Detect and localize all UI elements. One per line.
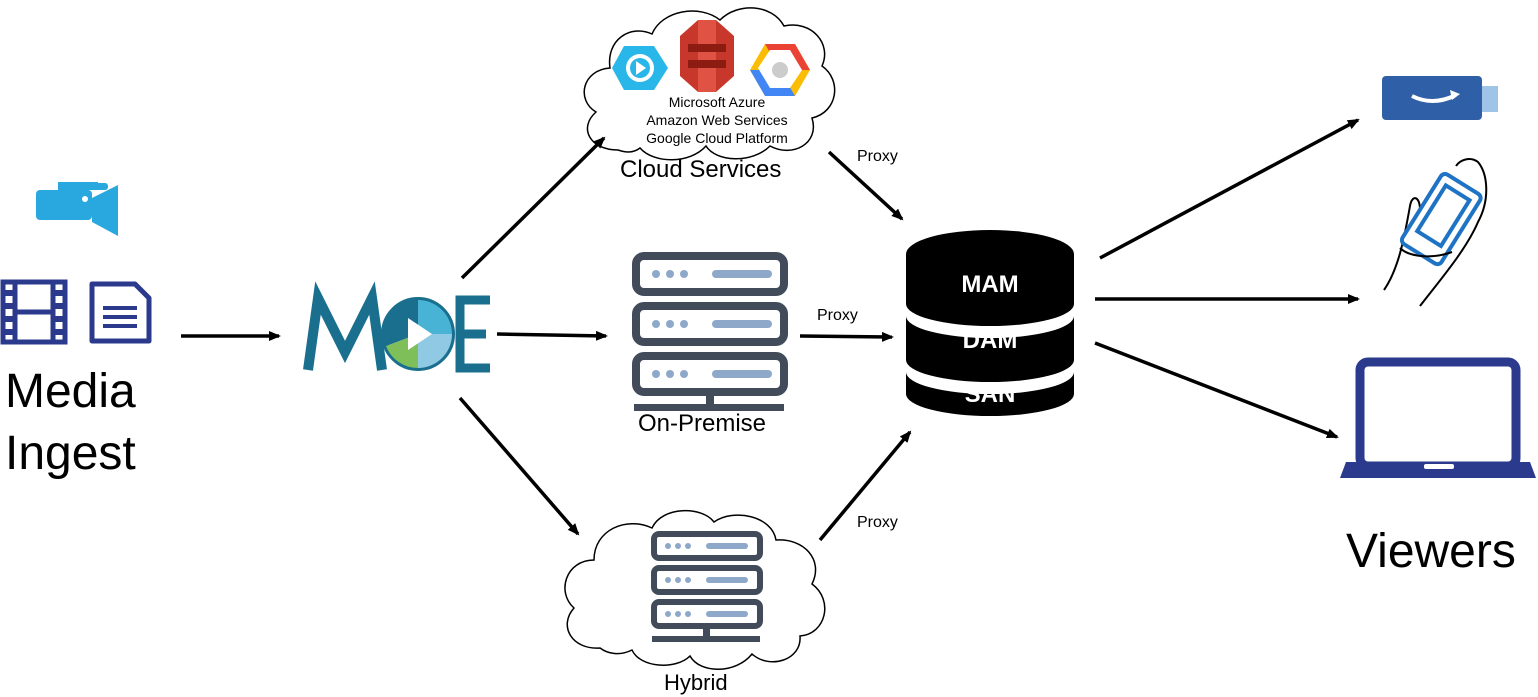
document-icon — [89, 281, 152, 344]
provider-aws: Amazon Web Services — [646, 112, 788, 128]
arrow-moe-to-cloud — [460, 136, 606, 280]
amazon-s3-icon — [680, 20, 734, 92]
arrow-storage-to-laptop — [1094, 341, 1339, 439]
arrow-hybrid-to-storage — [818, 430, 912, 542]
storage-layer-mam: MAM — [961, 271, 1019, 298]
proxy-label-on-premise: Proxy — [817, 307, 858, 324]
hand-held-phone-icon — [1383, 158, 1488, 307]
storage-layer-san: SAN — [964, 381, 1016, 408]
laptop-icon — [1340, 357, 1536, 478]
proxy-label-cloud: Proxy — [857, 148, 898, 165]
cloud-services-label: Cloud Services — [620, 156, 782, 183]
moe-logo — [303, 281, 490, 373]
on-premise-label: On-Premise — [638, 410, 767, 437]
fire-tv-stick-icon — [1382, 76, 1498, 120]
media-ingest-label-line1: Media — [5, 365, 136, 418]
arrow-moe-to-hybrid — [458, 396, 580, 536]
provider-azure: Microsoft Azure — [668, 94, 766, 110]
azure-media-services-icon — [612, 46, 668, 90]
provider-gcp: Google Cloud Platform — [646, 130, 788, 146]
film-strip-icon — [0, 279, 68, 345]
video-camera-icon — [36, 182, 118, 236]
storage-layer-dam: DAM — [962, 327, 1018, 354]
media-ingest-label-line2: Ingest — [5, 427, 136, 480]
on-premise-server-icon — [632, 252, 788, 411]
arrow-on-premise-to-storage — [799, 331, 894, 342]
arrow-cloud-to-storage — [827, 150, 904, 221]
arrow-storage-to-fire-tv — [1099, 118, 1360, 260]
arrow-moe-to-on-premise — [496, 330, 608, 341]
google-cloud-icon — [750, 44, 810, 96]
viewers-label: Viewers — [1346, 525, 1516, 578]
hybrid-label: Hybrid — [664, 670, 728, 695]
hybrid-server-icon — [651, 531, 763, 642]
cloud-provider-list: Microsoft Azure Amazon Web Services Goog… — [624, 93, 810, 147]
proxy-label-hybrid: Proxy — [857, 514, 898, 531]
flow-arrows — [181, 118, 1360, 542]
storage-database-icon — [906, 230, 1074, 416]
